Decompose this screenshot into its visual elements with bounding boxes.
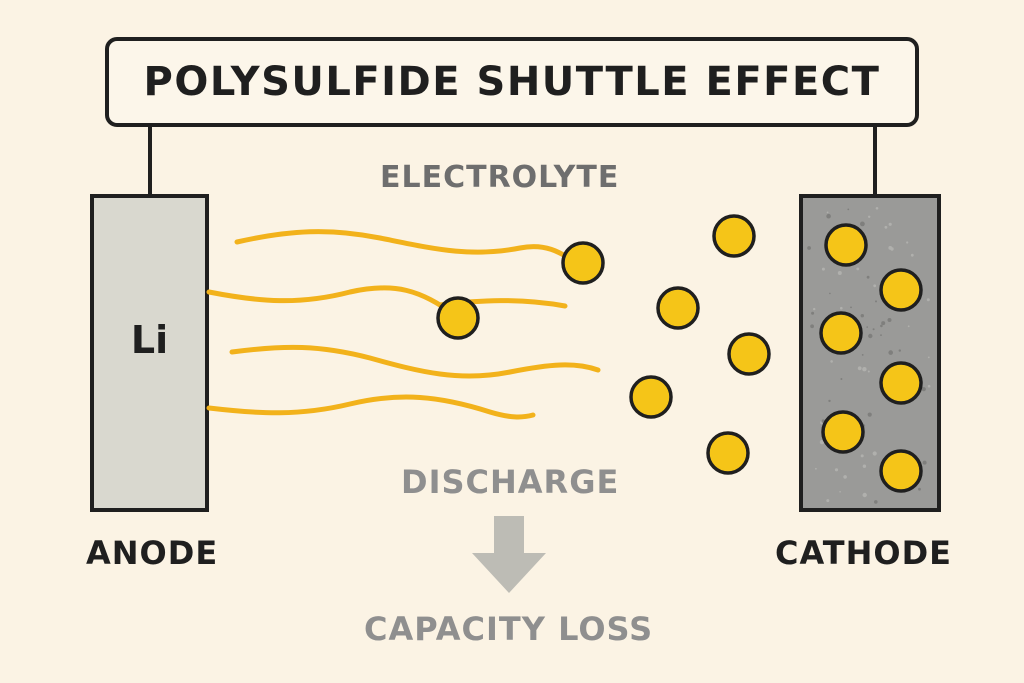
cathode-speckle <box>829 292 831 295</box>
cathode-speckle <box>887 318 892 322</box>
cathode-sulfur-particle <box>879 449 923 493</box>
cathode-speckle <box>847 208 850 211</box>
cathode-speckle <box>834 468 839 472</box>
cathode-speckle <box>807 246 811 250</box>
cathode-speckle <box>861 354 864 356</box>
cathode-speckle <box>830 360 833 363</box>
polysulfide-particle <box>706 431 750 475</box>
discharge-label: DISCHARGE <box>401 463 620 501</box>
cathode-speckle <box>873 284 877 288</box>
cathode-speckle <box>872 328 875 331</box>
cathode-speckle <box>810 324 814 329</box>
cathode-speckle <box>910 253 914 257</box>
cathode-speckle <box>906 241 909 244</box>
polysulfide-particle <box>436 296 480 340</box>
cathode-sulfur-particle <box>879 361 923 405</box>
cathode-speckle <box>839 491 841 493</box>
cathode-speckle <box>868 215 871 218</box>
polysulfide-wave <box>206 285 458 318</box>
cathode-speckle <box>866 326 868 328</box>
cathode-speckle <box>826 499 830 503</box>
cathode-speckle <box>921 387 926 392</box>
cathode-speckle <box>813 307 816 311</box>
cathode-speckle <box>837 271 842 275</box>
capacity-loss-label: CAPACITY LOSS <box>364 610 654 648</box>
cathode-sulfur-particle <box>821 410 865 454</box>
polysulfide-particle <box>656 286 700 330</box>
cathode-speckle <box>860 221 865 227</box>
electrolyte-label: ELECTROLYTE <box>380 160 620 195</box>
cathode-speckle <box>918 487 921 491</box>
cathode-speckle <box>880 324 883 328</box>
cathode-speckle <box>884 225 888 229</box>
cathode-speckle <box>826 213 831 219</box>
polysulfide-wave <box>234 229 578 265</box>
cathode-speckle <box>888 246 893 250</box>
cathode-sulfur-particle <box>879 268 923 312</box>
cathode-speckle <box>888 350 893 355</box>
anode-symbol: Li <box>130 318 169 362</box>
cathode-speckle <box>867 412 872 417</box>
cathode-speckle <box>856 267 860 271</box>
cathode-speckle <box>819 439 825 445</box>
title-box <box>105 37 919 127</box>
cathode-speckle <box>922 460 927 465</box>
polysulfide-particle <box>561 241 605 285</box>
cathode-speckle <box>862 464 867 468</box>
cathode-speckle <box>880 334 882 336</box>
cathode-speckle <box>868 333 873 339</box>
cathode-speckle <box>862 492 867 498</box>
cathode-sulfur-particle <box>819 311 863 355</box>
cathode-speckle <box>857 366 862 371</box>
cathode-speckle <box>898 349 901 352</box>
polysulfide-particle <box>629 375 673 419</box>
cathode-speckle <box>875 207 879 210</box>
cathode-speckle <box>875 300 877 303</box>
cathode-speckle <box>840 378 843 380</box>
cathode-speckle <box>860 454 864 458</box>
cathode-speckle <box>907 325 910 328</box>
cathode-speckle <box>872 451 877 456</box>
cathode-speckle <box>926 298 930 302</box>
cathode-speckle <box>826 211 829 214</box>
anode-label: ANODE <box>86 534 219 572</box>
cathode-speckle <box>867 370 870 373</box>
cathode-speckle <box>815 467 817 470</box>
cathode-speckle <box>843 475 847 479</box>
cathode-speckle <box>927 384 931 388</box>
cathode-speckle <box>821 267 825 271</box>
down-arrow-icon <box>472 516 546 593</box>
diagram-title: POLYSULFIDE SHUTTLE EFFECT <box>143 59 881 105</box>
cathode-speckle <box>860 314 864 318</box>
cathode-label: CATHODE <box>775 534 952 572</box>
polysulfide-particle <box>727 332 771 376</box>
cathode-speckle <box>828 399 831 403</box>
anode-electrode <box>90 194 209 512</box>
cathode-speckle <box>866 275 870 279</box>
cathode-speckle <box>811 311 815 315</box>
polysulfide-wave <box>206 394 536 420</box>
polysulfide-wave <box>229 344 601 379</box>
cathode-speckle <box>840 306 843 310</box>
cathode-sulfur-particle <box>824 223 868 267</box>
cathode-speckle <box>850 306 852 309</box>
polysulfide-particle <box>712 214 756 258</box>
cathode-speckle <box>927 356 930 359</box>
cathode-speckle <box>881 321 886 326</box>
cathode-speckle <box>862 367 867 372</box>
cathode-speckle <box>874 500 878 504</box>
cathode-speckle <box>888 222 892 226</box>
